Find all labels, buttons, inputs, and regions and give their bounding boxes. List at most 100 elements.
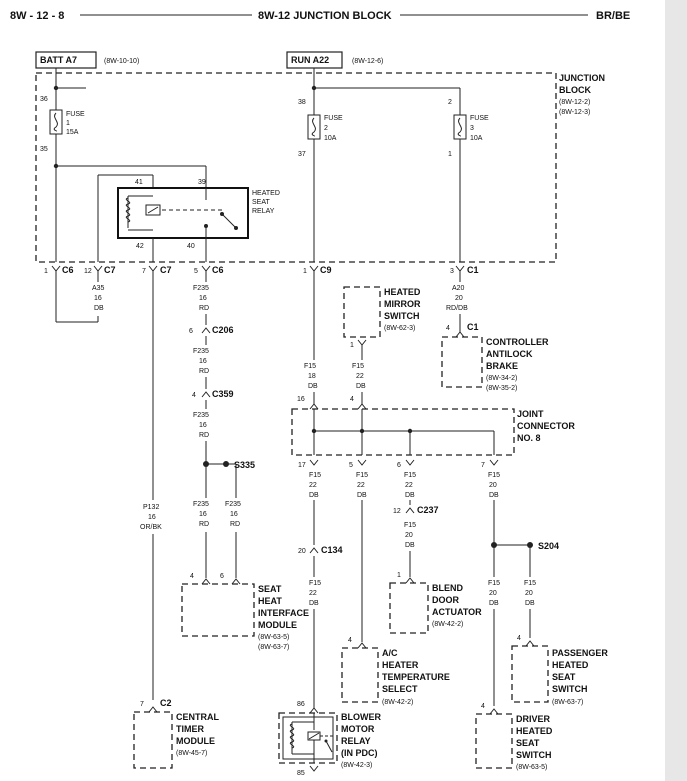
- wire-a35-gauge: 16: [94, 295, 102, 302]
- blend-name-2: DOOR: [432, 595, 460, 605]
- wire-f235-1-gauge: 16: [199, 295, 207, 302]
- c237-label: C237: [417, 505, 439, 515]
- seat-module-name-4: MODULE: [258, 620, 297, 630]
- c206-label: C206: [212, 325, 234, 335]
- c7-7-pin: 7: [142, 268, 146, 275]
- wire-a20-code: A20: [452, 285, 465, 292]
- blower-motor-relay: 86 85 BLOWER MOTOR RELAY (IN PDC) (8W-42…: [278, 701, 381, 777]
- passenger-name-1: PASSENGER: [552, 648, 608, 658]
- fuse-1-top-pin: 36: [40, 96, 48, 103]
- wire-f235-4-code: F235: [193, 501, 209, 508]
- wire-f15-c134-color: DB: [309, 600, 319, 607]
- ac-pin: 4: [348, 637, 352, 644]
- wire-f15-main-gauge: 18: [308, 373, 316, 380]
- joint-pin-4: 4: [350, 396, 354, 403]
- driver-name-1: DRIVER: [516, 714, 551, 724]
- junction-block-outline: [35, 72, 557, 263]
- c134-pin: 20: [298, 548, 306, 555]
- abs-name-2: ANTILOCK: [486, 349, 533, 359]
- c134-chevron: [309, 547, 319, 554]
- wire-f15-17-color: DB: [309, 492, 319, 499]
- wire-p132-code: P132: [143, 504, 159, 511]
- blower-name-2: MOTOR: [341, 724, 375, 734]
- joint-name-1: JOINT: [517, 409, 544, 419]
- wire-f15-6-color: DB: [405, 492, 415, 499]
- fuse-3: 2 FUSE 3 10A 1: [448, 88, 489, 262]
- ctm-conn-label: C2: [160, 698, 172, 708]
- wire-a20-gauge: 20: [455, 295, 463, 302]
- driver-pin: 4: [481, 703, 485, 710]
- connector-c1: 3 C1: [450, 265, 479, 275]
- wire-f15-7-color: DB: [489, 492, 499, 499]
- wire-f15-5-gauge: 22: [357, 482, 365, 489]
- fuse-2-top-pin: 38: [298, 99, 306, 106]
- wire-f15-mirror-gauge: 22: [356, 373, 364, 380]
- wire-f15-c134-gauge: 22: [309, 590, 317, 597]
- passenger-heated-seat-switch: 4 PASSENGER HEATED SEAT SWITCH (8W-63-7): [511, 635, 608, 706]
- driver-name-3: SEAT: [516, 738, 540, 748]
- wire-f235-3-code: F235: [193, 412, 209, 419]
- fuse-3-label-2: 3: [470, 125, 474, 132]
- wire-f15-main-code: F15: [304, 363, 316, 370]
- wire-f15-mirror-code: F15: [352, 363, 364, 370]
- c237-pin: 12: [393, 508, 401, 515]
- wire-a35-color: DB: [94, 305, 104, 312]
- fuse-1-bottom-pin: 35: [40, 146, 48, 153]
- wire-f15-main-color: DB: [308, 383, 318, 390]
- fuse-1-label-2: 1: [66, 120, 70, 127]
- relay-pin-40: 40: [187, 243, 195, 250]
- mirror-name-3: SWITCH: [384, 311, 420, 321]
- seat-module-pin-6: 6: [220, 573, 224, 580]
- fuse-3-label-1: FUSE: [470, 115, 489, 122]
- c9-pin: 1: [303, 268, 307, 275]
- ctm-name-1: CENTRAL: [176, 712, 219, 722]
- blower-name-4: (IN PDC): [341, 748, 378, 758]
- abs-pin: 4: [446, 325, 450, 332]
- wire-f15-6-gauge: 22: [405, 482, 413, 489]
- c359-label: C359: [212, 389, 234, 399]
- heated-mirror-switch: HEATED MIRROR SWITCH (8W-62-3) 1: [343, 286, 421, 360]
- relay-pin-41: 41: [135, 179, 143, 186]
- wire-f15-5-color: DB: [357, 492, 367, 499]
- ac-name-1: A/C: [382, 648, 398, 658]
- joint-name-3: NO. 8: [517, 433, 541, 443]
- wire-f15-s204l-code: F15: [488, 580, 500, 587]
- passenger-ref: (8W-63-7): [552, 699, 583, 706]
- page-number: 8W - 12 - 8: [10, 10, 64, 22]
- connector-c6-1: 1 C6: [44, 265, 74, 275]
- joint-name-2: CONNECTOR: [517, 421, 575, 431]
- wire-f15-s204l-gauge: 20: [489, 590, 497, 597]
- central-timer-module: 7 C2 CENTRAL TIMER MODULE (8W-45-7): [133, 698, 219, 769]
- seat-heat-interface-module: 4 6 SEAT HEAT INTERFACE MODULE (8W-63-5)…: [181, 573, 309, 651]
- blend-name-3: ACTUATOR: [432, 607, 482, 617]
- wire-f235-2-color: RD: [199, 368, 209, 375]
- junction-block-ref-2: (8W-12-3): [559, 109, 590, 116]
- c237-chevron: [405, 507, 415, 514]
- blower-pin-86: 86: [297, 701, 305, 708]
- wire-f235-5-gauge: 16: [230, 511, 238, 518]
- passenger-pin: 4: [517, 635, 521, 642]
- relay-feed-dot: [53, 163, 59, 169]
- fuse-2-label-1: FUSE: [324, 115, 343, 122]
- joint-pin-7: 7: [481, 462, 485, 469]
- c6-5-pin: 5: [194, 268, 198, 275]
- ac-ref: (8W-42-2): [382, 699, 413, 706]
- wire-f15-17-gauge: 22: [309, 482, 317, 489]
- fuse-1-label-3: 15A: [66, 129, 79, 136]
- fuse-2-bottom-pin: 37: [298, 151, 306, 158]
- ctm-pin: 7: [140, 701, 144, 708]
- abs-conn-label: C1: [467, 322, 479, 332]
- mirror-pin: 1: [350, 342, 354, 349]
- source-run-name: RUN A22: [291, 55, 329, 65]
- blend-name-1: BLEND: [432, 583, 463, 593]
- wire-f15-s204r-color: DB: [525, 600, 535, 607]
- c6-label: C6: [62, 265, 74, 275]
- ac-heater-temperature-select: 4 A/C HEATER TEMPERATURE SELECT (8W-42-2…: [341, 637, 450, 706]
- wire-f235-1-code: F235: [193, 285, 209, 292]
- source-batt-ref: (8W-10-10): [104, 58, 139, 65]
- wire-f15-17-code: F15: [309, 472, 321, 479]
- driver-ref: (8W-63-5): [516, 764, 547, 771]
- blower-pin-85: 85: [297, 770, 305, 777]
- abs-ref-1: (8W-34-2): [486, 375, 517, 382]
- c9-label: C9: [320, 265, 332, 275]
